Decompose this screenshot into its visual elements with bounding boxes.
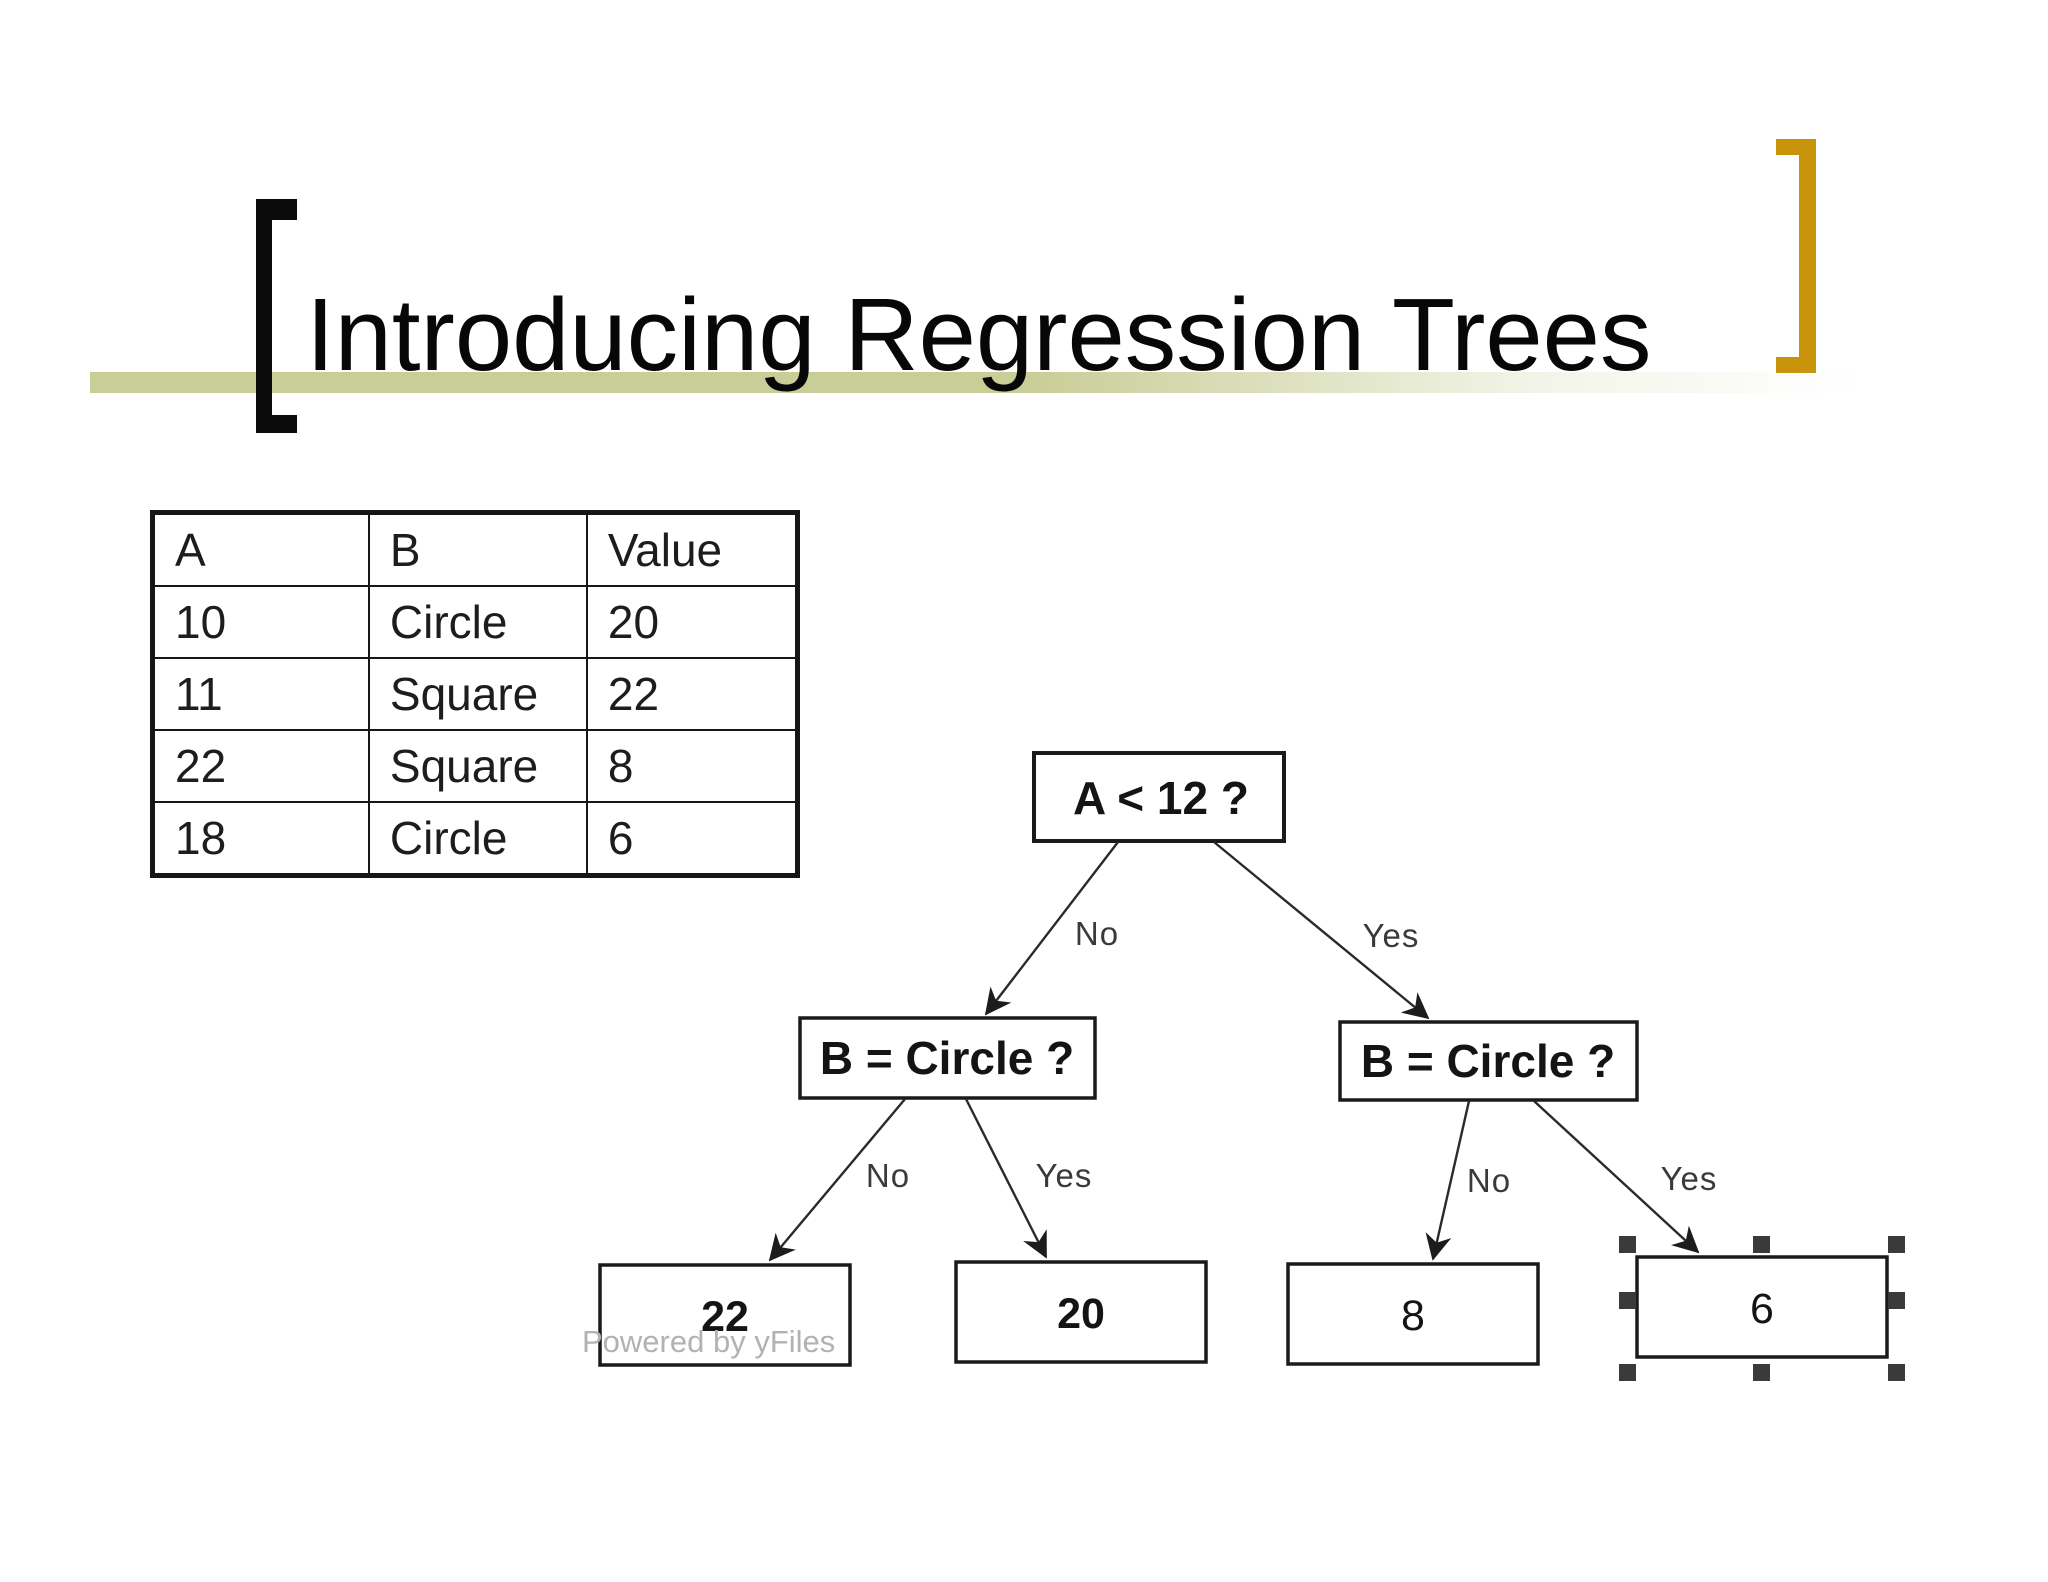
table-cell: 8 <box>585 729 799 803</box>
tree-leaf-8-label: 8 <box>1401 1292 1425 1340</box>
table-cell: 20 <box>585 585 799 659</box>
tree-leaf-6-label: 6 <box>1750 1285 1774 1333</box>
selection-handle-middle-right[interactable] <box>1888 1292 1905 1309</box>
data-table: A B Value 10 Circle 20 11 Square 22 22 S… <box>150 510 800 878</box>
right-bracket-decoration <box>1776 139 1816 373</box>
tree-node-right-child[interactable] <box>1338 1020 1639 1102</box>
table-cell: 18 <box>151 801 370 877</box>
table-header-cell: B <box>367 511 588 587</box>
tree-node-left-child-label: B = Circle ? <box>820 1032 1074 1084</box>
edge-right-yes <box>1533 1100 1700 1254</box>
selection-handle-middle-left[interactable] <box>1619 1292 1636 1309</box>
page-title: Introducing Regression Trees <box>306 277 1652 392</box>
selection-handle-bottom-right[interactable] <box>1888 1364 1905 1381</box>
table-row: 22 Square 8 <box>151 729 799 803</box>
table-header-cell: A <box>151 511 370 587</box>
edge-label-root-no: No <box>1075 915 1119 952</box>
table-cell: Square <box>367 657 588 731</box>
edge-right-no <box>1425 1100 1471 1261</box>
left-bracket-decoration <box>256 199 297 433</box>
selection-handle-bottom-left[interactable] <box>1619 1364 1636 1381</box>
table-row: 10 Circle 20 <box>151 585 799 659</box>
edge-label-left-no: No <box>866 1157 910 1194</box>
tree-leaf-8[interactable] <box>1286 1262 1540 1366</box>
edge-root-yes <box>1213 841 1430 1020</box>
table-cell: Square <box>367 729 588 803</box>
edge-label-left-yes: Yes <box>1036 1157 1093 1194</box>
selection-handle-top-right[interactable] <box>1888 1236 1905 1253</box>
edge-left-no <box>768 1098 906 1262</box>
table-cell: 6 <box>585 801 799 877</box>
selection-handle-top-center[interactable] <box>1753 1236 1770 1253</box>
table-cell: Circle <box>367 801 588 877</box>
table-cell: 22 <box>151 729 370 803</box>
edge-label-right-no: No <box>1467 1162 1511 1199</box>
tree-node-root-label: A < 12 ? <box>1073 772 1249 824</box>
edge-label-root-yes: Yes <box>1363 917 1420 954</box>
selection-handle-top-left[interactable] <box>1619 1236 1636 1253</box>
tree-node-root[interactable] <box>1032 751 1286 843</box>
selection-handle-bottom-center[interactable] <box>1753 1364 1770 1381</box>
table-cell: Circle <box>367 585 588 659</box>
table-cell: 11 <box>151 657 370 731</box>
watermark-text: Powered by yFiles <box>582 1324 835 1359</box>
tree-leaf-22-label: 22 <box>701 1293 749 1341</box>
tree-node-right-child-label: B = Circle ? <box>1361 1035 1615 1087</box>
tree-leaf-20-label: 20 <box>1057 1290 1105 1338</box>
table-cell: 22 <box>585 657 799 731</box>
table-cell: 10 <box>151 585 370 659</box>
title-underline-band <box>90 372 1900 393</box>
table-row: 18 Circle 6 <box>151 801 799 877</box>
edge-left-yes <box>964 1098 1048 1259</box>
edge-label-right-yes: Yes <box>1661 1160 1718 1197</box>
tree-node-left-child[interactable] <box>798 1016 1097 1100</box>
table-row: 11 Square 22 <box>151 657 799 731</box>
table-header-row: A B Value <box>151 511 799 587</box>
tree-leaf-20[interactable] <box>954 1260 1208 1364</box>
tree-leaf-6[interactable] <box>1635 1255 1889 1359</box>
table-header-cell: Value <box>585 511 799 587</box>
tree-leaf-22[interactable] <box>598 1263 852 1367</box>
edge-root-no <box>984 841 1119 1016</box>
